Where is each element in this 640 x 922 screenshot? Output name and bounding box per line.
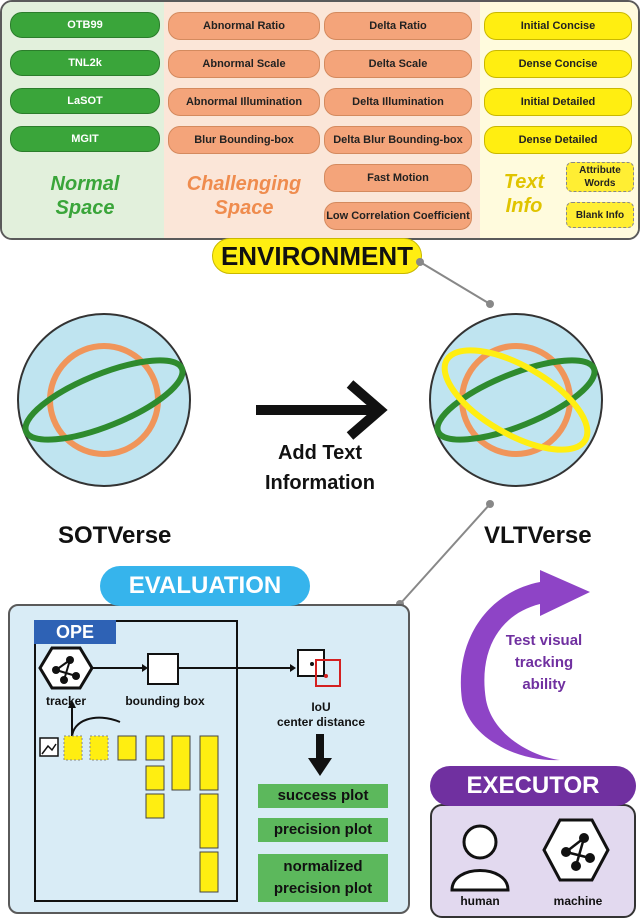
- tracker-label: tracker: [45, 694, 87, 708]
- executor-label: EXECUTOR: [430, 766, 636, 806]
- challenge-item: Low Correlation Coefficient: [324, 202, 472, 230]
- sotverse-globe: [17, 313, 191, 487]
- normal-item: LaSOT: [10, 88, 160, 114]
- environment-label: ENVIRONMENT: [212, 238, 422, 274]
- challenging-space-column: [164, 2, 480, 238]
- iou-icon: [297, 649, 341, 687]
- ope-tag: OPE: [34, 620, 116, 644]
- tracker-icon: [38, 646, 94, 690]
- success-plot-box: success plot: [258, 784, 388, 808]
- connector-dot: [486, 500, 494, 508]
- connector-dot: [416, 258, 424, 266]
- normal-item: TNL2k: [10, 50, 160, 76]
- vltverse-label: VLTVerse: [484, 522, 592, 549]
- challenge-item: Delta Ratio: [324, 12, 472, 40]
- connector-dot: [486, 300, 494, 308]
- challenge-item: Abnormal Scale: [168, 50, 320, 78]
- challenge-item: Abnormal Illumination: [168, 88, 320, 116]
- challenge-item: Delta Illumination: [324, 88, 472, 116]
- connector-line: [419, 261, 491, 305]
- normal-space-column: [2, 2, 164, 238]
- challenge-item: Fast Motion: [324, 164, 472, 192]
- bounding-box-icon: [147, 653, 179, 685]
- human-label: human: [460, 894, 500, 908]
- text-info-column: [480, 2, 638, 238]
- image-frame-icon: [39, 737, 59, 757]
- blank-info-box: Blank Info: [566, 202, 634, 228]
- normal-item: OTB99: [10, 12, 160, 38]
- challenge-item: Abnormal Ratio: [168, 12, 320, 40]
- add-text-arrow: [256, 380, 388, 440]
- precision-plot-box: precision plot: [258, 818, 388, 842]
- normal-item: MGIT: [10, 126, 160, 152]
- machine-label: machine: [553, 894, 603, 908]
- text-item: Dense Concise: [484, 50, 632, 78]
- text-item: Initial Detailed: [484, 88, 632, 116]
- executor-curved-arrow: [460, 570, 590, 761]
- text-item: Initial Concise: [484, 12, 632, 40]
- human-icon: [450, 824, 510, 892]
- evaluation-label: EVALUATION: [100, 566, 310, 606]
- machine-icon: [542, 818, 610, 882]
- sotverse-label: SOTVerse: [58, 522, 172, 549]
- challenge-item: Blur Bounding-box: [168, 126, 320, 154]
- connector-line: [399, 503, 491, 605]
- attribute-words-box: Attribute Words: [566, 162, 634, 192]
- text-frames: [63, 735, 219, 893]
- vltverse-globe: [429, 313, 603, 487]
- bounding-box-label: bounding box: [125, 694, 205, 708]
- challenge-item: Delta Blur Bounding-box: [324, 126, 472, 154]
- challenge-item: Delta Scale: [324, 50, 472, 78]
- text-item: Dense Detailed: [484, 126, 632, 154]
- down-arrow: [308, 734, 332, 776]
